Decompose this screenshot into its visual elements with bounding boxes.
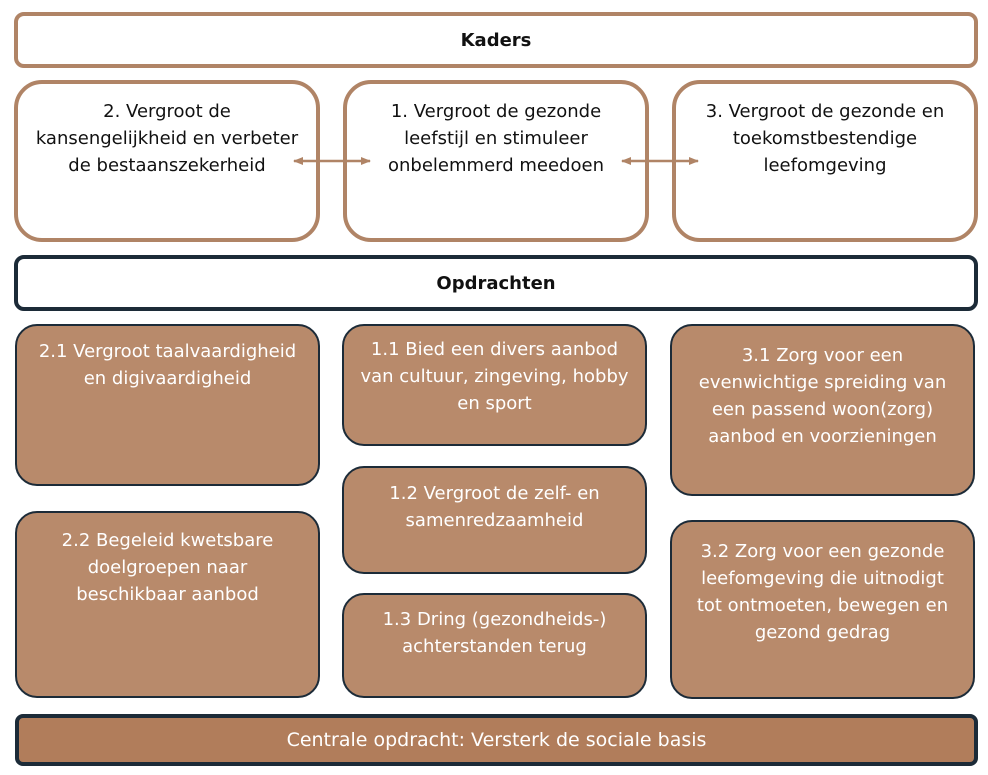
opdracht-3-1-label: 3.1 Zorg voor een evenwichtige spreiding… <box>698 345 947 447</box>
opdracht-3-1: 3.1 Zorg voor een evenwichtige spreiding… <box>670 324 975 496</box>
opdracht-1-2: 1.2 Vergroot de zelf- en samenredzaamhei… <box>342 466 647 574</box>
opdracht-3-2-label: 3.2 Zorg voor een gezonde leefomgeving d… <box>696 541 949 643</box>
kader-3-label: 3. Vergroot de gezonde en toekomstbesten… <box>705 101 945 176</box>
opdracht-1-3-label: 1.3 Dring (gezondheids-) achterstanden t… <box>382 609 607 657</box>
kaders-header-label: Kaders <box>460 29 532 51</box>
opdracht-1-2-label: 1.2 Vergroot de zelf- en samenredzaamhei… <box>389 483 600 531</box>
opdracht-3-2: 3.2 Zorg voor een gezonde leefomgeving d… <box>670 520 975 699</box>
opdracht-1-1: 1.1 Bied een divers aanbod van cultuur, … <box>342 324 647 446</box>
opdracht-2-1-label: 2.1 Vergroot taalvaardigheid en digivaar… <box>38 341 297 389</box>
opdrachten-header: Opdrachten <box>14 255 978 311</box>
central-assignment-bar: Centrale opdracht: Versterk de sociale b… <box>15 714 978 766</box>
kader-2-label: 2. Vergroot de kansengelijkheid en verbe… <box>35 101 299 176</box>
opdracht-1-1-label: 1.1 Bied een divers aanbod van cultuur, … <box>360 339 629 414</box>
opdracht-1-3: 1.3 Dring (gezondheids-) achterstanden t… <box>342 593 647 698</box>
kader-2-box: 2. Vergroot de kansengelijkheid en verbe… <box>14 80 320 242</box>
opdracht-2-2: 2.2 Begeleid kwetsbare doelgroepen naar … <box>15 511 320 698</box>
kader-1-box: 1. Vergroot de gezonde leefstijl en stim… <box>343 80 649 242</box>
kaders-header: Kaders <box>14 12 978 68</box>
opdracht-2-2-label: 2.2 Begeleid kwetsbare doelgroepen naar … <box>61 530 274 605</box>
opdrachten-header-label: Opdrachten <box>436 272 556 294</box>
opdracht-2-1: 2.1 Vergroot taalvaardigheid en digivaar… <box>15 324 320 486</box>
central-assignment-label: Centrale opdracht: Versterk de sociale b… <box>286 729 707 751</box>
kader-1-label: 1. Vergroot de gezonde leefstijl en stim… <box>388 101 604 176</box>
